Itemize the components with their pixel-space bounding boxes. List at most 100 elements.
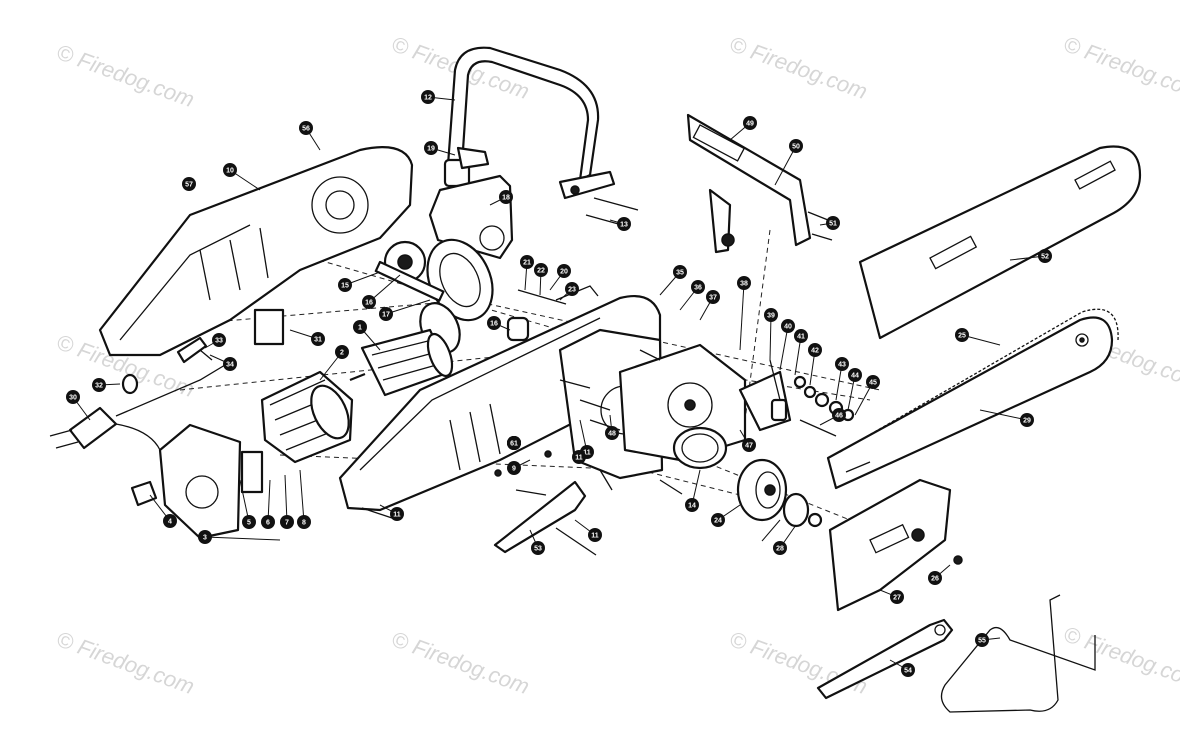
callout-label: 55	[978, 638, 986, 645]
callout-label: 34	[226, 362, 234, 369]
callout-label: 57	[185, 182, 193, 189]
callout-marker	[223, 163, 237, 177]
armature	[349, 328, 454, 397]
callout-label: 45	[869, 380, 877, 387]
rear-end-cap	[130, 423, 264, 540]
lower-plate	[493, 480, 587, 554]
callout-label: 37	[709, 295, 717, 302]
callout-label: 3	[203, 535, 207, 542]
callout-label: 29	[1023, 418, 1031, 425]
handle-clamp	[428, 146, 514, 260]
watermark: © Firedog.com	[1060, 31, 1180, 104]
callout-marker	[866, 375, 880, 389]
brake-spring	[672, 426, 728, 470]
callout-4: 4	[163, 514, 177, 528]
callout-22: 22	[534, 263, 548, 277]
callout-label: 38	[740, 281, 748, 288]
callout-33: 33	[212, 333, 226, 347]
callout-marker	[808, 343, 822, 357]
callout-45: 45	[866, 375, 880, 389]
callout-label: 30	[69, 395, 77, 402]
callout-42: 42	[808, 343, 822, 357]
callout-marker	[280, 515, 294, 529]
callout-label: 2	[340, 350, 344, 357]
callout-16: 16	[487, 316, 501, 330]
callout-23: 23	[565, 282, 579, 296]
callout-label: 61	[510, 441, 518, 448]
callout-10: 10	[223, 163, 237, 177]
callout-marker	[848, 368, 862, 382]
callout-marker	[565, 282, 579, 296]
watermark: © Firedog.com	[53, 626, 197, 699]
callout-32: 32	[92, 378, 106, 392]
callout-label: 11	[583, 450, 591, 457]
callout-marker	[711, 513, 725, 527]
callout-label: 48	[608, 431, 616, 438]
callout-47: 47	[742, 438, 756, 452]
callout-11: 11	[390, 507, 404, 521]
callout-48: 48	[605, 426, 619, 440]
callout-52: 52	[1038, 249, 1052, 263]
power-cord	[49, 336, 231, 451]
callout-53: 53	[531, 541, 545, 555]
callout-marker	[182, 177, 196, 191]
callout-label: 7	[285, 520, 289, 527]
callout-label: 6	[266, 520, 270, 527]
callout-marker	[66, 390, 80, 404]
callout-8: 8	[297, 515, 311, 529]
callout-marker	[588, 528, 602, 542]
callout-marker	[835, 357, 849, 371]
callout-43: 43	[835, 357, 849, 371]
callout-marker	[691, 280, 705, 294]
callout-label: 9	[512, 466, 516, 473]
callout-label: 53	[534, 546, 542, 553]
callout-label: 8	[302, 520, 306, 527]
callout-label: 50	[792, 144, 800, 151]
callout-14: 14	[685, 498, 699, 512]
callout-44: 44	[848, 368, 862, 382]
callout-marker	[789, 139, 803, 153]
watermark: © Firedog.com	[388, 626, 532, 699]
watermark: © Firedog.com	[726, 626, 870, 699]
callout-marker	[673, 265, 687, 279]
callout-label: 5	[247, 520, 251, 527]
callout-3: 3	[198, 530, 212, 544]
callout-label: 4	[168, 519, 172, 526]
callout-marker	[901, 663, 915, 677]
callout-31: 31	[311, 332, 325, 346]
callout-label: 46	[835, 413, 843, 420]
callout-30: 30	[66, 390, 80, 404]
callout-marker	[773, 541, 787, 555]
callout-marker	[557, 264, 571, 278]
callout-55: 55	[975, 633, 989, 647]
callout-label: 12	[424, 95, 432, 102]
callout-label: 41	[797, 334, 805, 341]
callout-label: 22	[537, 268, 545, 275]
callout-20: 20	[557, 264, 571, 278]
callout-27: 27	[890, 590, 904, 604]
callout-marker	[362, 295, 376, 309]
callout-11: 11	[588, 528, 602, 542]
callout-label: 51	[829, 221, 837, 228]
sprocket-drum	[736, 458, 823, 528]
callout-label: 26	[931, 576, 939, 583]
callout-marker	[163, 514, 177, 528]
callout-41: 41	[794, 329, 808, 343]
callout-marker	[223, 357, 237, 371]
callout-label: 52	[1041, 254, 1049, 261]
callout-marker	[743, 116, 757, 130]
callout-label: 49	[746, 121, 754, 128]
callout-9: 9	[507, 461, 521, 475]
callout-24: 24	[711, 513, 725, 527]
callout-marker	[928, 571, 942, 585]
wire-hook	[940, 594, 1096, 713]
callout-marker	[617, 217, 631, 231]
callout-36: 36	[691, 280, 705, 294]
callout-label: 25	[958, 333, 966, 340]
fasteners	[199, 197, 837, 556]
sprocket-cover-plate	[828, 478, 963, 612]
chain-guard-bracket	[686, 113, 812, 254]
callout-label: 33	[215, 338, 223, 345]
callout-marker	[92, 378, 106, 392]
